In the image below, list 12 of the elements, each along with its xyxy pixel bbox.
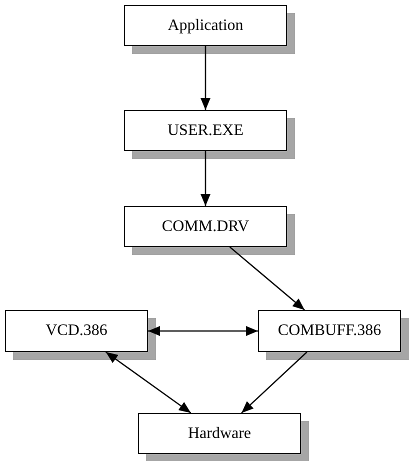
box-label: Hardware	[188, 424, 252, 444]
box-label: COMM.DRV	[162, 216, 250, 236]
arrow	[200, 151, 210, 206]
arrow	[148, 326, 258, 336]
arrow	[241, 352, 308, 414]
box-label: COMBUFF.386	[278, 321, 382, 341]
arrow	[200, 46, 210, 110]
arrow	[105, 351, 192, 414]
box-label: Application	[168, 16, 244, 36]
box-label: USER.EXE	[168, 120, 244, 140]
box-label: VCD.386	[46, 321, 108, 341]
arrow	[229, 246, 305, 310]
